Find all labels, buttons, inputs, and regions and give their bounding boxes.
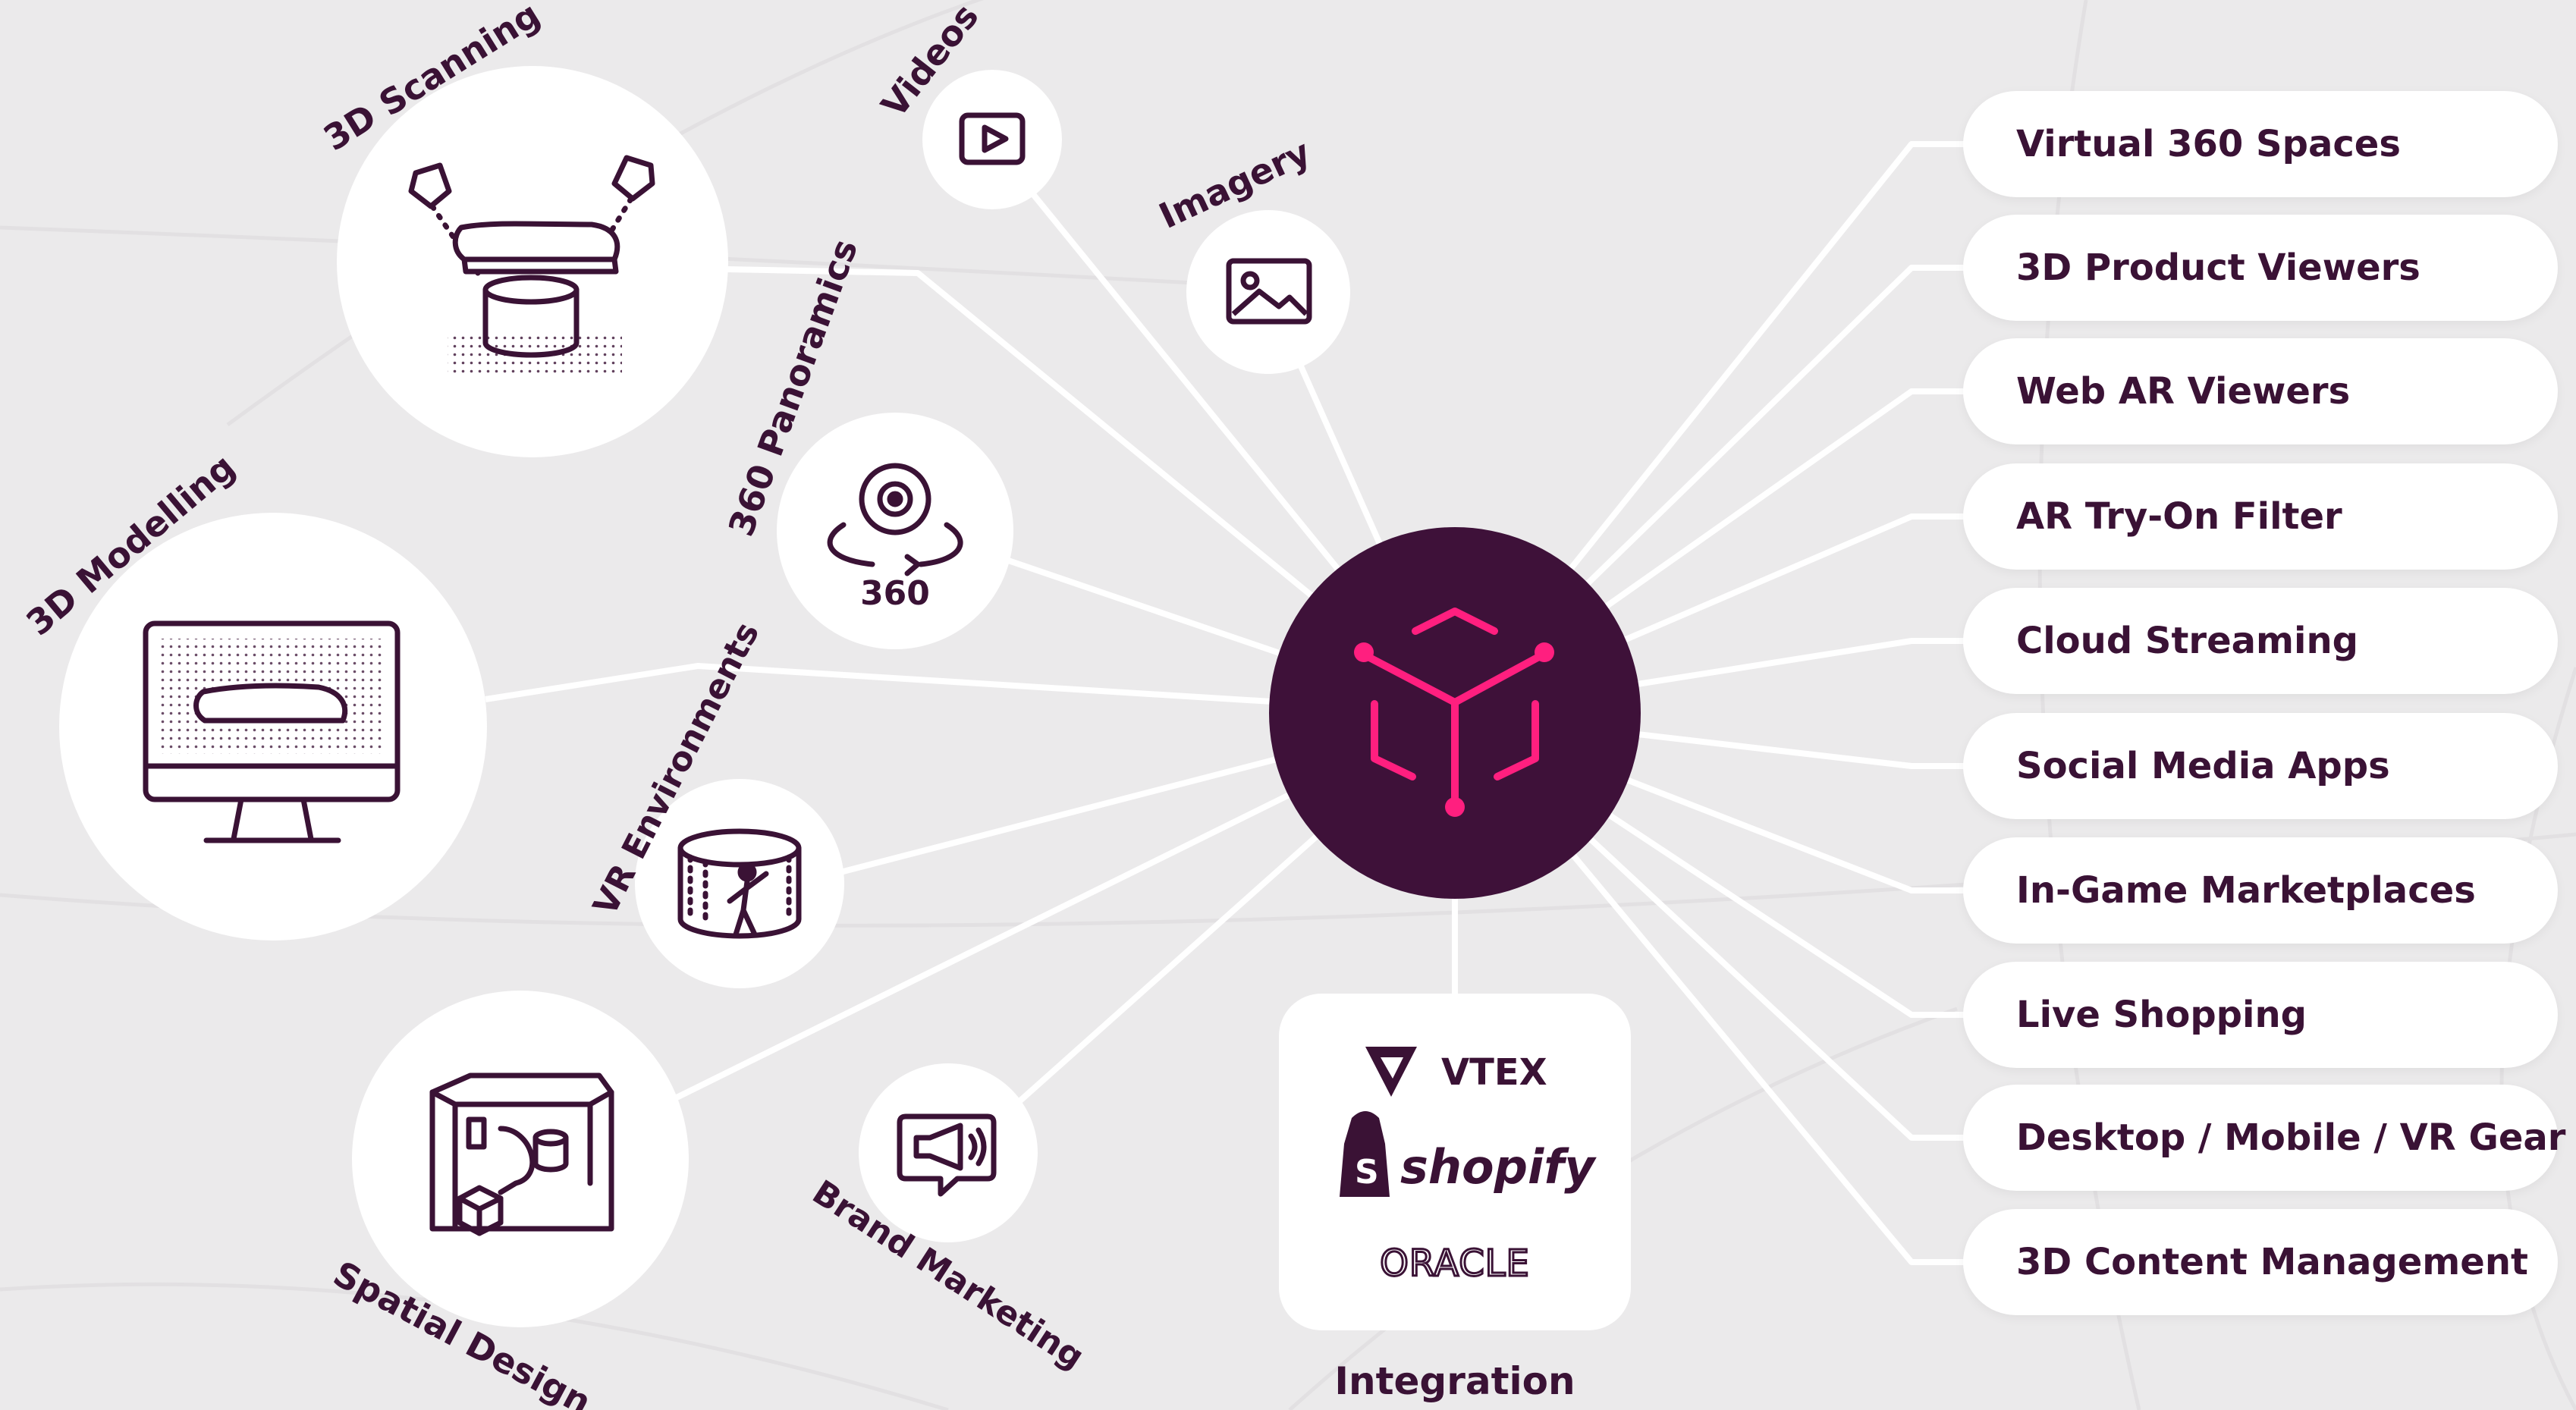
integration-label: Integration (1334, 1359, 1575, 1403)
shopify-logo: S shopify (1340, 1111, 1597, 1197)
oracle-logo: ORACLE (1379, 1242, 1531, 1286)
image-icon (1226, 258, 1312, 325)
svg-text:VTEX: VTEX (1441, 1051, 1547, 1094)
integration-box[interactable]: VTEX S shopify ORACLE (1279, 994, 1631, 1330)
output-web-ar-viewers[interactable]: Web AR Viewers (1963, 338, 2558, 444)
node-videos[interactable] (922, 70, 1062, 209)
output-desktop-mobile-vr-gear[interactable]: Desktop / Mobile / VR Gear (1963, 1085, 2565, 1191)
output-in-game-marketplaces[interactable]: In-Game Marketplaces (1963, 837, 2558, 944)
hub-node[interactable] (1269, 527, 1641, 899)
vr-room-icon (677, 828, 802, 939)
vtex-logo: VTEX (1365, 1047, 1547, 1097)
output-cloud-streaming[interactable]: Cloud Streaming (1963, 588, 2558, 694)
panorama-badge: 360 (860, 574, 930, 613)
output-3d-content-management[interactable]: 3D Content Management (1963, 1209, 2558, 1315)
node-360-panoramics[interactable]: 360 (777, 413, 1013, 649)
output-live-shopping[interactable]: Live Shopping (1963, 962, 2558, 1068)
node-vr-environments[interactable] (635, 779, 844, 988)
node-imagery[interactable] (1186, 210, 1350, 374)
shoe-scan-icon (408, 155, 655, 378)
spatial-floorplan-icon (429, 1072, 614, 1236)
megaphone-icon (897, 1113, 997, 1197)
output-ar-try-on-filter[interactable]: AR Try-On Filter (1963, 463, 2558, 570)
svg-text:shopify: shopify (1400, 1139, 1597, 1195)
node-spatial-design[interactable] (352, 991, 689, 1327)
output-3d-product-viewers[interactable]: 3D Product Viewers (1963, 215, 2558, 321)
video-play-icon (959, 112, 1026, 165)
output-social-media-apps[interactable]: Social Media Apps (1963, 713, 2558, 819)
node-3d-scanning[interactable] (337, 66, 728, 457)
camera-360-icon (827, 463, 963, 576)
svg-text:ORACLE: ORACLE (1380, 1242, 1530, 1285)
output-virtual-360-spaces[interactable]: Virtual 360 Spaces (1963, 91, 2558, 197)
svg-text:S: S (1355, 1153, 1379, 1192)
node-3d-modelling[interactable] (59, 513, 487, 941)
monitor-shoe-icon (143, 620, 401, 843)
node-brand-marketing[interactable] (859, 1063, 1038, 1242)
cube-network-icon (1354, 608, 1554, 817)
